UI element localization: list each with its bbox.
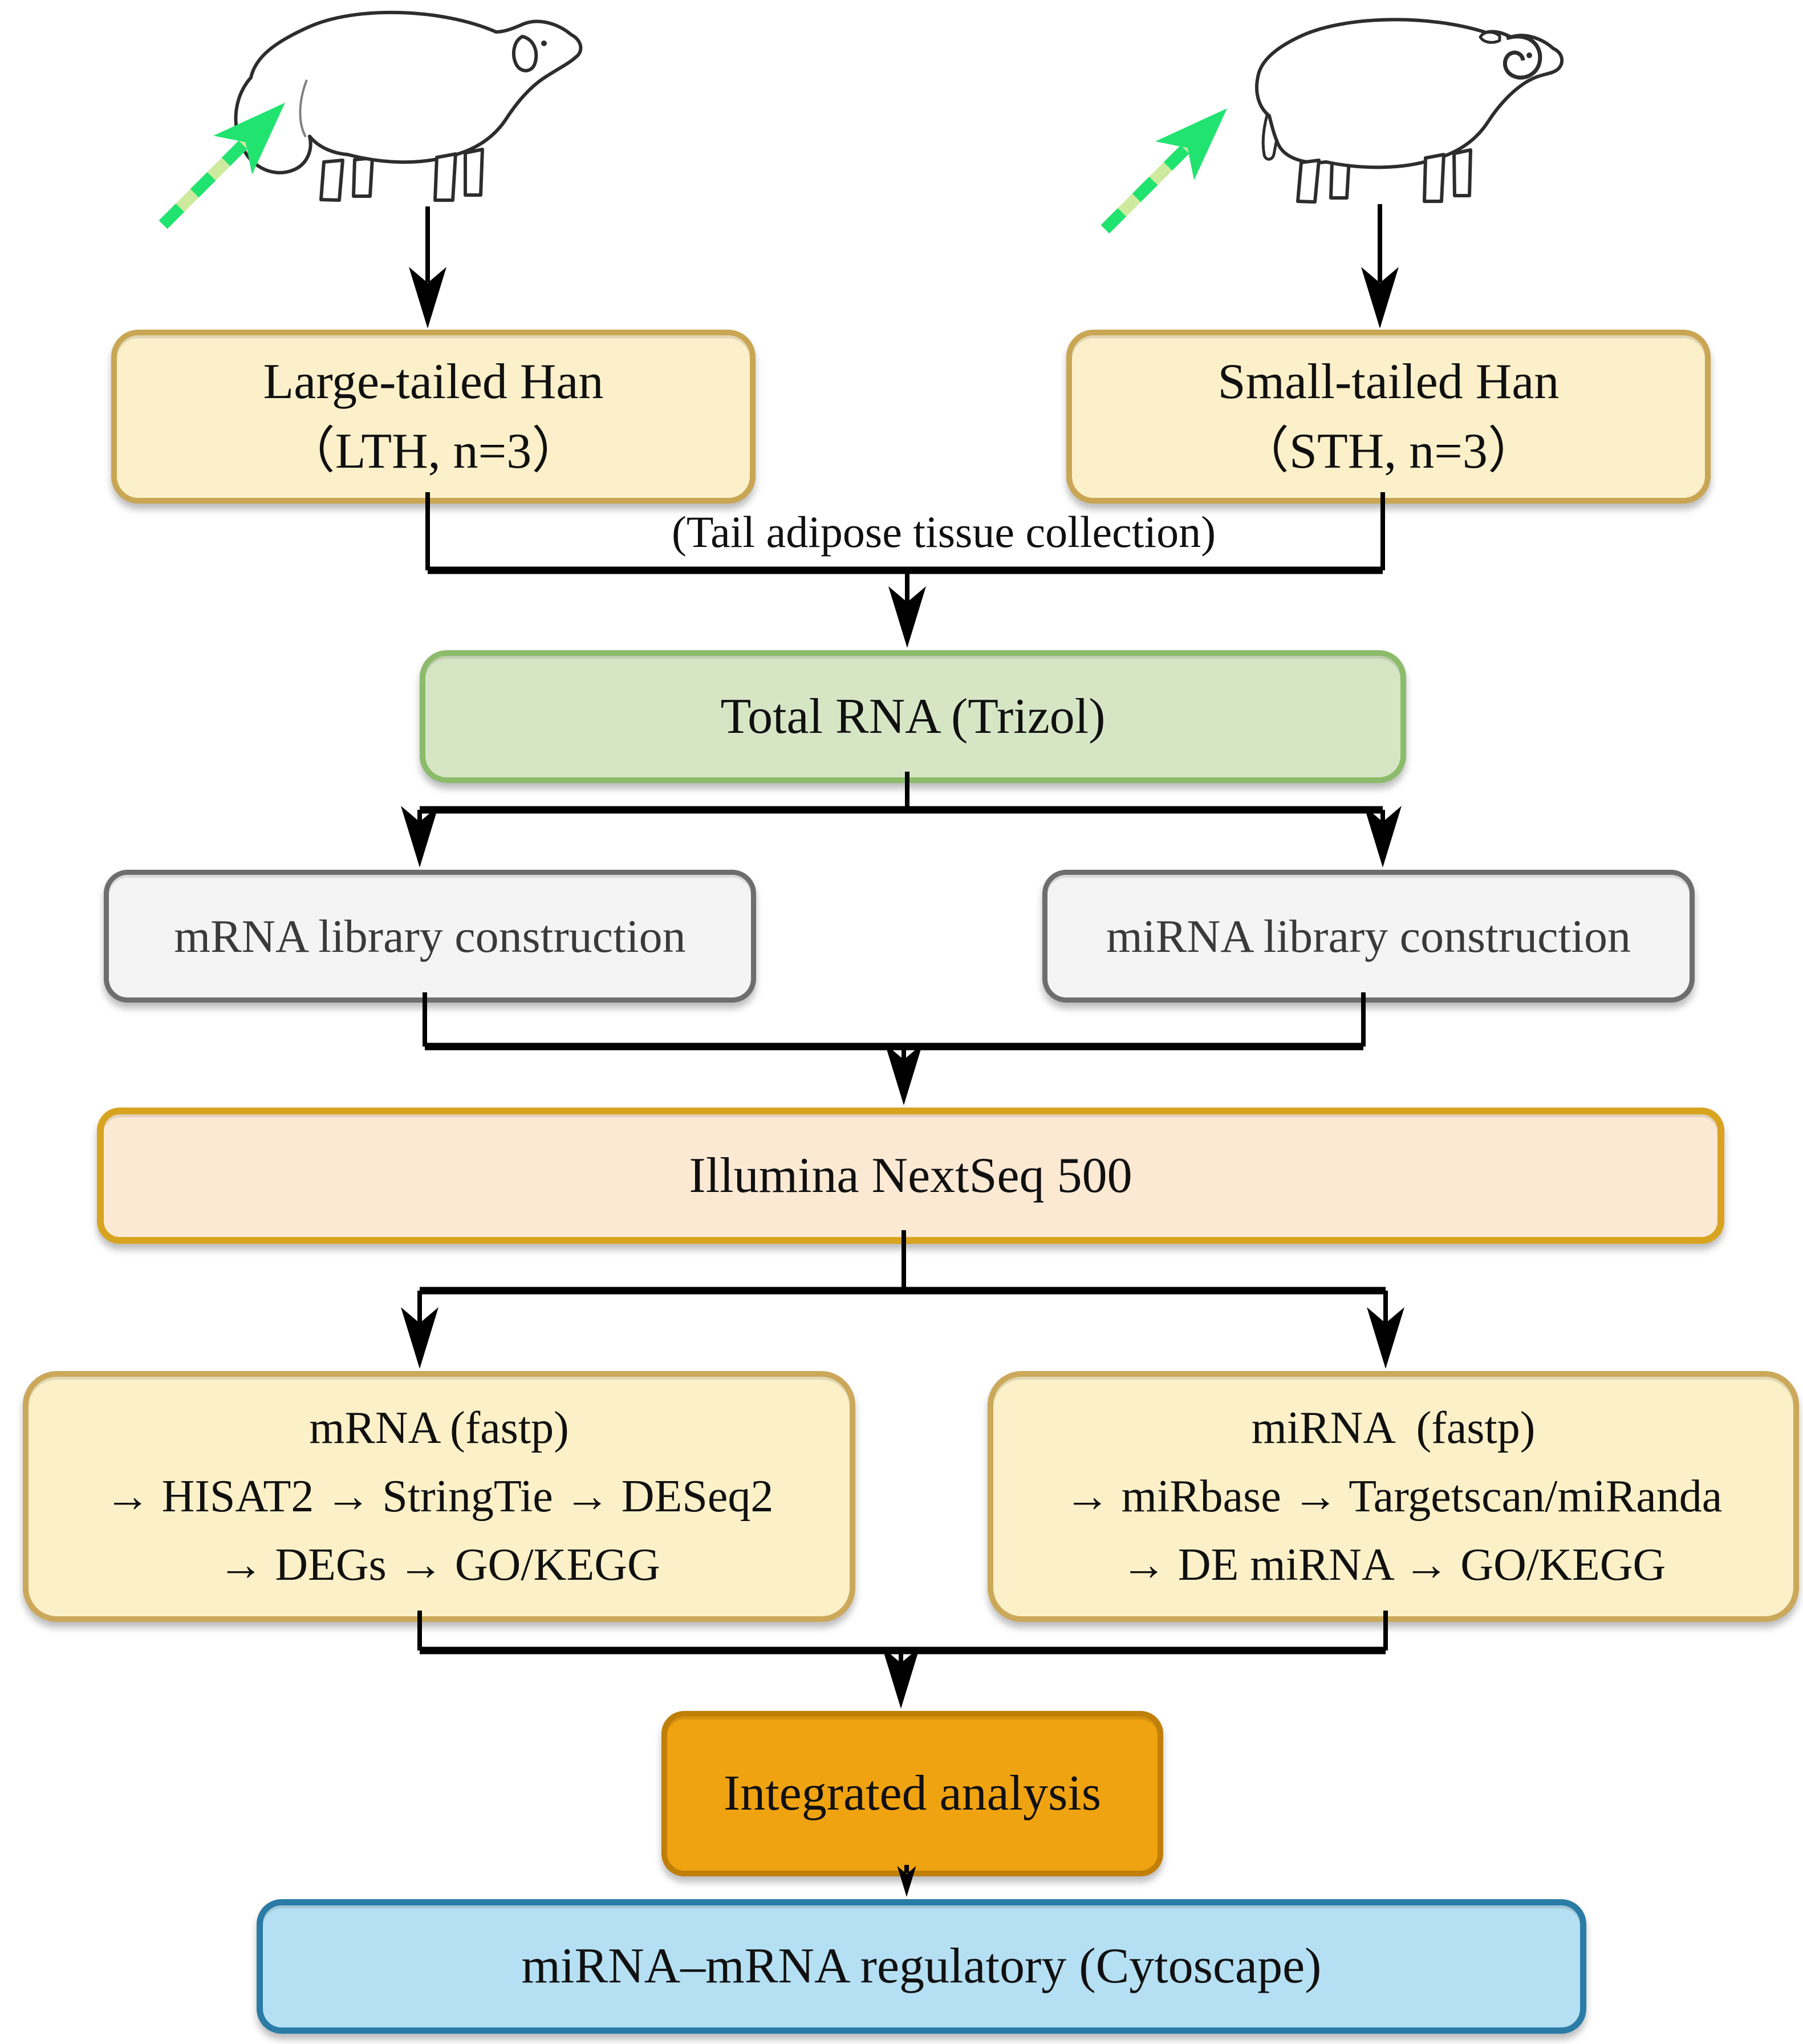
node-mirna-pipeline: miRNA (fastp) → miRbase → Targetscan/miR…	[988, 1371, 1799, 1622]
node-mirna-mrna-network: miRNA–mRNA regulatory (Cytoscape)	[257, 1899, 1586, 2034]
sheep-eye	[541, 40, 547, 46]
node-label: Integrated analysis	[723, 1766, 1102, 1822]
sheep-leg	[1296, 159, 1321, 204]
node-label: Total RNA (Trizol)	[720, 688, 1106, 744]
node-label-line: → DEGs → GO/KEGG	[218, 1540, 660, 1590]
sheep-body	[1255, 18, 1564, 169]
node-label-line: Large-tailed Han	[263, 354, 604, 410]
sheep-body	[234, 10, 583, 175]
sheep-eye	[1526, 52, 1532, 58]
node-small-tailed-han: Small-tailed Han （STH, n=3）	[1066, 330, 1711, 504]
tail-adipose-collection-note: (Tail adipose tissue collection)	[671, 507, 1216, 557]
node-label-line: mRNA (fastp)	[309, 1403, 569, 1453]
node-large-tailed-han: Large-tailed Han （LTH, n=3）	[111, 330, 756, 504]
node-label-line: （LTH, n=3）	[285, 423, 582, 479]
node-label: mRNA library construction	[174, 910, 686, 962]
node-total-rna: Total RNA (Trizol)	[420, 650, 1406, 783]
node-illumina-nextseq: Illumina NextSeq 500	[97, 1108, 1724, 1244]
ram-horn	[1502, 34, 1542, 80]
node-label-line: → DE miRNA → GO/KEGG	[1120, 1540, 1666, 1590]
sheep-ear	[1479, 31, 1501, 44]
node-mirna-library: miRNA library construction	[1042, 870, 1695, 1003]
sheep-leg	[433, 152, 457, 202]
node-label-line: → HISAT2 → StringTie → DESeq2	[104, 1471, 774, 1522]
node-label-line: Small-tailed Han	[1217, 354, 1560, 410]
node-mrna-library: mRNA library construction	[104, 870, 756, 1003]
sheep-leg	[1423, 153, 1445, 203]
node-label-line: → miRbase → Targetscan/miRanda	[1064, 1471, 1723, 1522]
node-label: miRNA–mRNA regulatory (Cytoscape)	[521, 1938, 1322, 1994]
sheep-fat-tail-crease	[299, 79, 308, 137]
node-integrated-analysis: Integrated analysis	[661, 1711, 1163, 1876]
node-label: miRNA library construction	[1106, 910, 1631, 962]
node-label-line: （STH, n=3）	[1239, 423, 1538, 479]
sheep-leg	[464, 148, 484, 197]
sheep-ear	[512, 35, 538, 72]
lth-fat-tailed-sheep-image	[234, 10, 583, 202]
sth-ram-sheep-image	[1255, 18, 1564, 204]
node-label-line: miRNA (fastp)	[1251, 1403, 1536, 1453]
sheep-leg	[352, 156, 374, 198]
node-label: Illumina NextSeq 500	[689, 1147, 1132, 1203]
sheep-leg	[1452, 148, 1472, 197]
node-mrna-pipeline: mRNA (fastp) → HISAT2 → StringTie → DESe…	[23, 1371, 855, 1622]
sheep-leg	[319, 159, 344, 202]
